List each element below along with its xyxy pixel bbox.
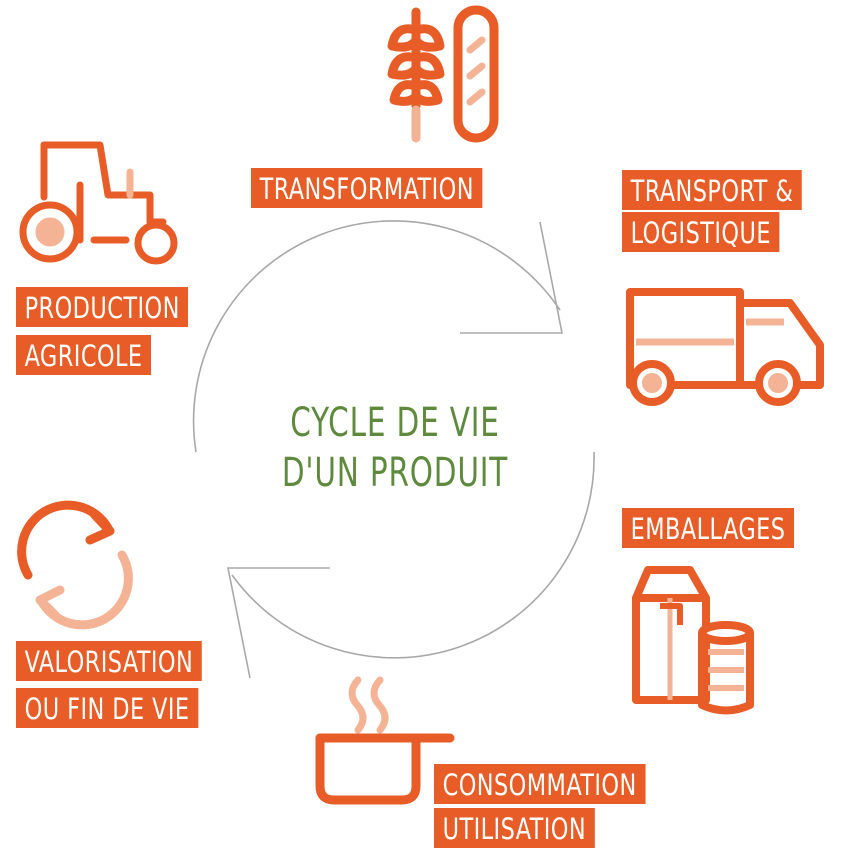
- cycle-arc-lower: [231, 451, 595, 659]
- cycle-arrowhead-lower: [227, 567, 330, 679]
- label-production-line1: PRODUCTION: [16, 287, 189, 327]
- wheat-and-bread-icon: [387, 5, 499, 143]
- center-title: CYCLE DE VIE D'UN PRODUIT: [276, 398, 514, 498]
- label-transformation: TRANSFORMATION: [251, 168, 483, 208]
- label-production-line2: AGRICOLE: [16, 335, 152, 375]
- label-valorisation-line2: OU FIN DE VIE: [16, 688, 199, 728]
- label-valorisation-line1: VALORISATION: [16, 641, 202, 681]
- cycle-arrows: [192, 220, 595, 679]
- milk-carton-and-can-icon: [632, 566, 754, 715]
- label-transport-line2: LOGISTIQUE: [622, 212, 780, 252]
- tractor-icon: [19, 141, 178, 265]
- label-consommation-line2: UTILISATION: [434, 808, 595, 848]
- label-emballages: EMBALLAGES: [622, 508, 795, 548]
- steaming-pan-icon: [315, 676, 455, 805]
- label-consommation-line1: CONSOMMATION: [434, 764, 646, 804]
- label-transport-line1: TRANSPORT &: [622, 170, 802, 210]
- center-title-line2: D'UN PRODUIT: [281, 450, 509, 496]
- delivery-truck-icon: [626, 288, 824, 406]
- cycle-arc-upper: [192, 220, 561, 453]
- center-title-line1: CYCLE DE VIE: [290, 400, 500, 446]
- cycle-arrowhead-upper: [460, 221, 563, 334]
- recycle-arrows-icon: [17, 500, 133, 630]
